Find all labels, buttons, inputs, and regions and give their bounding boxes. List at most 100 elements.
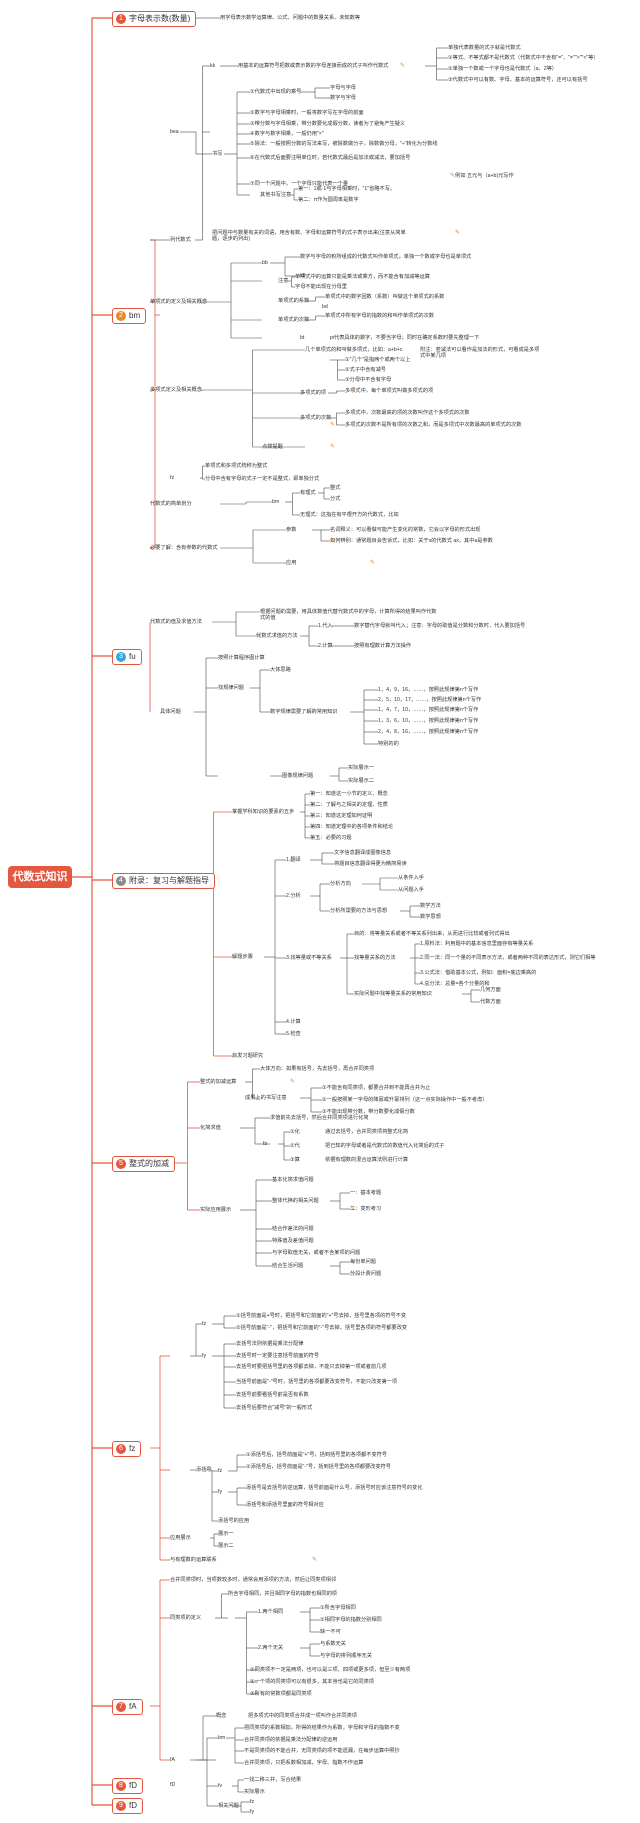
- node-text: 多项式中，每个单项式叫做多项式的项: [345, 388, 434, 394]
- node-text: 单项式和多项式统称为整式: [205, 463, 268, 469]
- node-text: 添括号: [196, 1467, 212, 1473]
- branch-number-badge: 8: [116, 1781, 126, 1791]
- pencil-icon: ✎: [330, 1591, 336, 1597]
- node-text: 几个单项式的和叫做多项式，比如：a+b+c: [305, 347, 403, 353]
- node-text: 2.两个无关: [258, 1645, 284, 1651]
- branch-number-badge: 9: [116, 1801, 126, 1811]
- node-text: 一找二移三并，写合结果: [244, 1777, 302, 1783]
- node-text: ②代: [290, 1143, 300, 1149]
- node-text: 单项式的定义及相关概念: [150, 299, 208, 305]
- node-text: 几何方面: [480, 987, 501, 993]
- node-text: ①代数式中出现的乘号: [250, 89, 302, 95]
- node-text: 与字母取值无关，或者不含某项的问题: [272, 1250, 361, 1256]
- node-text: 分段计费问题: [350, 1271, 382, 1277]
- node-text: 多项式的次数不是所有项的次数之和，而是多项式中次数最高的单项式的次数: [345, 422, 522, 428]
- branch-number-badge: 3: [116, 652, 126, 662]
- node-text: fy: [250, 1809, 255, 1815]
- node-text: 用基本的运算符号把数或表示数的字母连接而成的式子叫作代数式: [238, 63, 389, 69]
- node-text: bm: [272, 499, 280, 505]
- node-text: 代数式的值及求值方法: [150, 619, 202, 625]
- node-text: 有理式: [300, 490, 316, 496]
- node-text: 找规律问题: [218, 685, 244, 691]
- pencil-icon: ✎: [330, 422, 336, 428]
- node-text: 应用展示: [170, 1535, 191, 1541]
- node-text: 合并同类项时，当项数较多时，通常会用添项的方法，然后让同类项相邻: [170, 1577, 337, 1583]
- node-text: 分母中含有字母的式子一定不是整式，即单独分式: [205, 476, 320, 482]
- node-text: 1.代入: [318, 623, 333, 629]
- node-text: ②一个项的同类项可以有很多，其本身也是它的同类项: [250, 1679, 374, 1685]
- node-text: 多项式中，次数最高的项的次数叫作这个多项式的次数: [345, 410, 470, 416]
- node-text: ①括号前面是+号时，把括号和它前面的"+"号去掉，括号里各项的符号不变: [236, 1313, 407, 1319]
- node-text: 展示二: [218, 1543, 234, 1549]
- node-text: 成果上的书写注意: [245, 1095, 287, 1101]
- node-text: 第四：知道定理中的各项条件和结论: [310, 824, 394, 830]
- node-text: 具体问题: [160, 709, 181, 715]
- node-text: 展示一: [218, 1531, 234, 1537]
- node-text: 1，4，9，16，……，按照此规律第n个写作: [378, 687, 479, 693]
- node-text: 3.找等量或不等关系: [286, 955, 332, 961]
- node-text: 基本化简求值问题: [272, 1177, 314, 1183]
- node-text: 整体代换的相关问题: [272, 1198, 319, 1204]
- pencil-icon: ✎: [350, 1271, 356, 1277]
- node-text: 代数方面: [480, 999, 501, 1005]
- node-text: 所含字母相同，并且相同字母的指数也相同的项: [228, 1591, 337, 1597]
- node-text: bm: [218, 1735, 226, 1741]
- node-text: 第五：必要的习题: [310, 835, 352, 841]
- pencil-icon: ✎: [312, 709, 318, 715]
- node-text: ②相同字母的指数分别相同: [320, 1617, 382, 1623]
- node-text: ③所有的常数项都是同类项: [250, 1691, 312, 1697]
- node-text: 大体方向：如果有括号，先去括号，再合并同类项: [260, 1066, 375, 1072]
- node-text: fv: [218, 1783, 223, 1789]
- node-text: 参数: [286, 527, 297, 533]
- node-text: 概念: [216, 1713, 227, 1719]
- branch-label: 附录：复习与解题指导: [129, 876, 209, 885]
- node-text: 无理式：这指在有平根开方的代数式，比如: [300, 512, 399, 518]
- node-text: 1，4，7，10，……，按照此规律第n个写作: [378, 707, 479, 713]
- node-text: 图像规律问题: [282, 773, 314, 779]
- node-text: 去括号后要符合"减号"的一般形式: [236, 1405, 313, 1411]
- node-text: 2.分析: [286, 893, 301, 899]
- node-text: bd: [322, 304, 328, 310]
- node-text: 如何辨别：通常题目会告诉式，比如：关于x的代数式 ax，其中a是参数: [330, 538, 493, 544]
- node-text: 数字与字母的积所组成的代数式叫作单项式，单独一个数或字母也是单项式: [300, 254, 472, 260]
- node-text: 2，5，10，17，……，按照此规律第n个写作: [378, 697, 482, 703]
- node-text: 1.原料法：利用题中的基本信息里面存有等量关系: [420, 941, 534, 947]
- node-text: ①化: [290, 1129, 300, 1135]
- node-text: ②式子中含有减号: [345, 367, 386, 373]
- root-topic[interactable]: 代数式知识: [8, 866, 72, 888]
- branch-number-badge: 1: [116, 14, 126, 24]
- node-text: fA: [170, 1757, 175, 1763]
- node-text: 合并同类项的依据是乘法分配律的逆运用: [244, 1737, 338, 1743]
- node-text: kk: [210, 63, 216, 69]
- node-text: 第二：π作为圆周率是数字: [298, 197, 359, 203]
- branch-label: fD: [129, 1781, 137, 1790]
- node-text: 把同类项的系数相加，所得的结果作为系数，字母和字母的指数不变: [244, 1725, 400, 1731]
- node-text: 结合生活问题: [272, 1263, 304, 1269]
- node-text: 单项式的系数: [278, 298, 310, 304]
- node-text: 目的：将等量关系或者不等关系列出来，从而进行比较或者列式得出: [354, 931, 510, 937]
- node-text: 按照有理数计算方法操作: [354, 643, 412, 649]
- pencil-icon: ✎: [370, 560, 376, 566]
- node-text: 列代数式: [170, 237, 191, 243]
- node-text: 分析方向: [330, 881, 351, 887]
- node-text: ④数字与数字相乘，一般仍用"×": [250, 131, 324, 137]
- node-text: ③代数式中可以有数、字母、基本的运算符号，还可以有括号: [448, 77, 588, 83]
- node-text: 字母与字母: [330, 85, 356, 91]
- node-text: ①所含字母相同: [320, 1605, 356, 1611]
- node-text: 3.公式法：借助基本公式，例如：面积=底边乘高的: [420, 970, 537, 976]
- node-text: ②添括号后，括号前面是"-"号，括到括号里的各项都要改变符号: [246, 1464, 391, 1470]
- node-text: 从条件入手: [398, 875, 424, 881]
- branch-label: 字母表示数(数量): [129, 14, 191, 23]
- node-text: 实际应用展示: [200, 1207, 232, 1213]
- node-text: fz: [263, 1141, 268, 1147]
- pencil-icon: ✎: [330, 444, 336, 450]
